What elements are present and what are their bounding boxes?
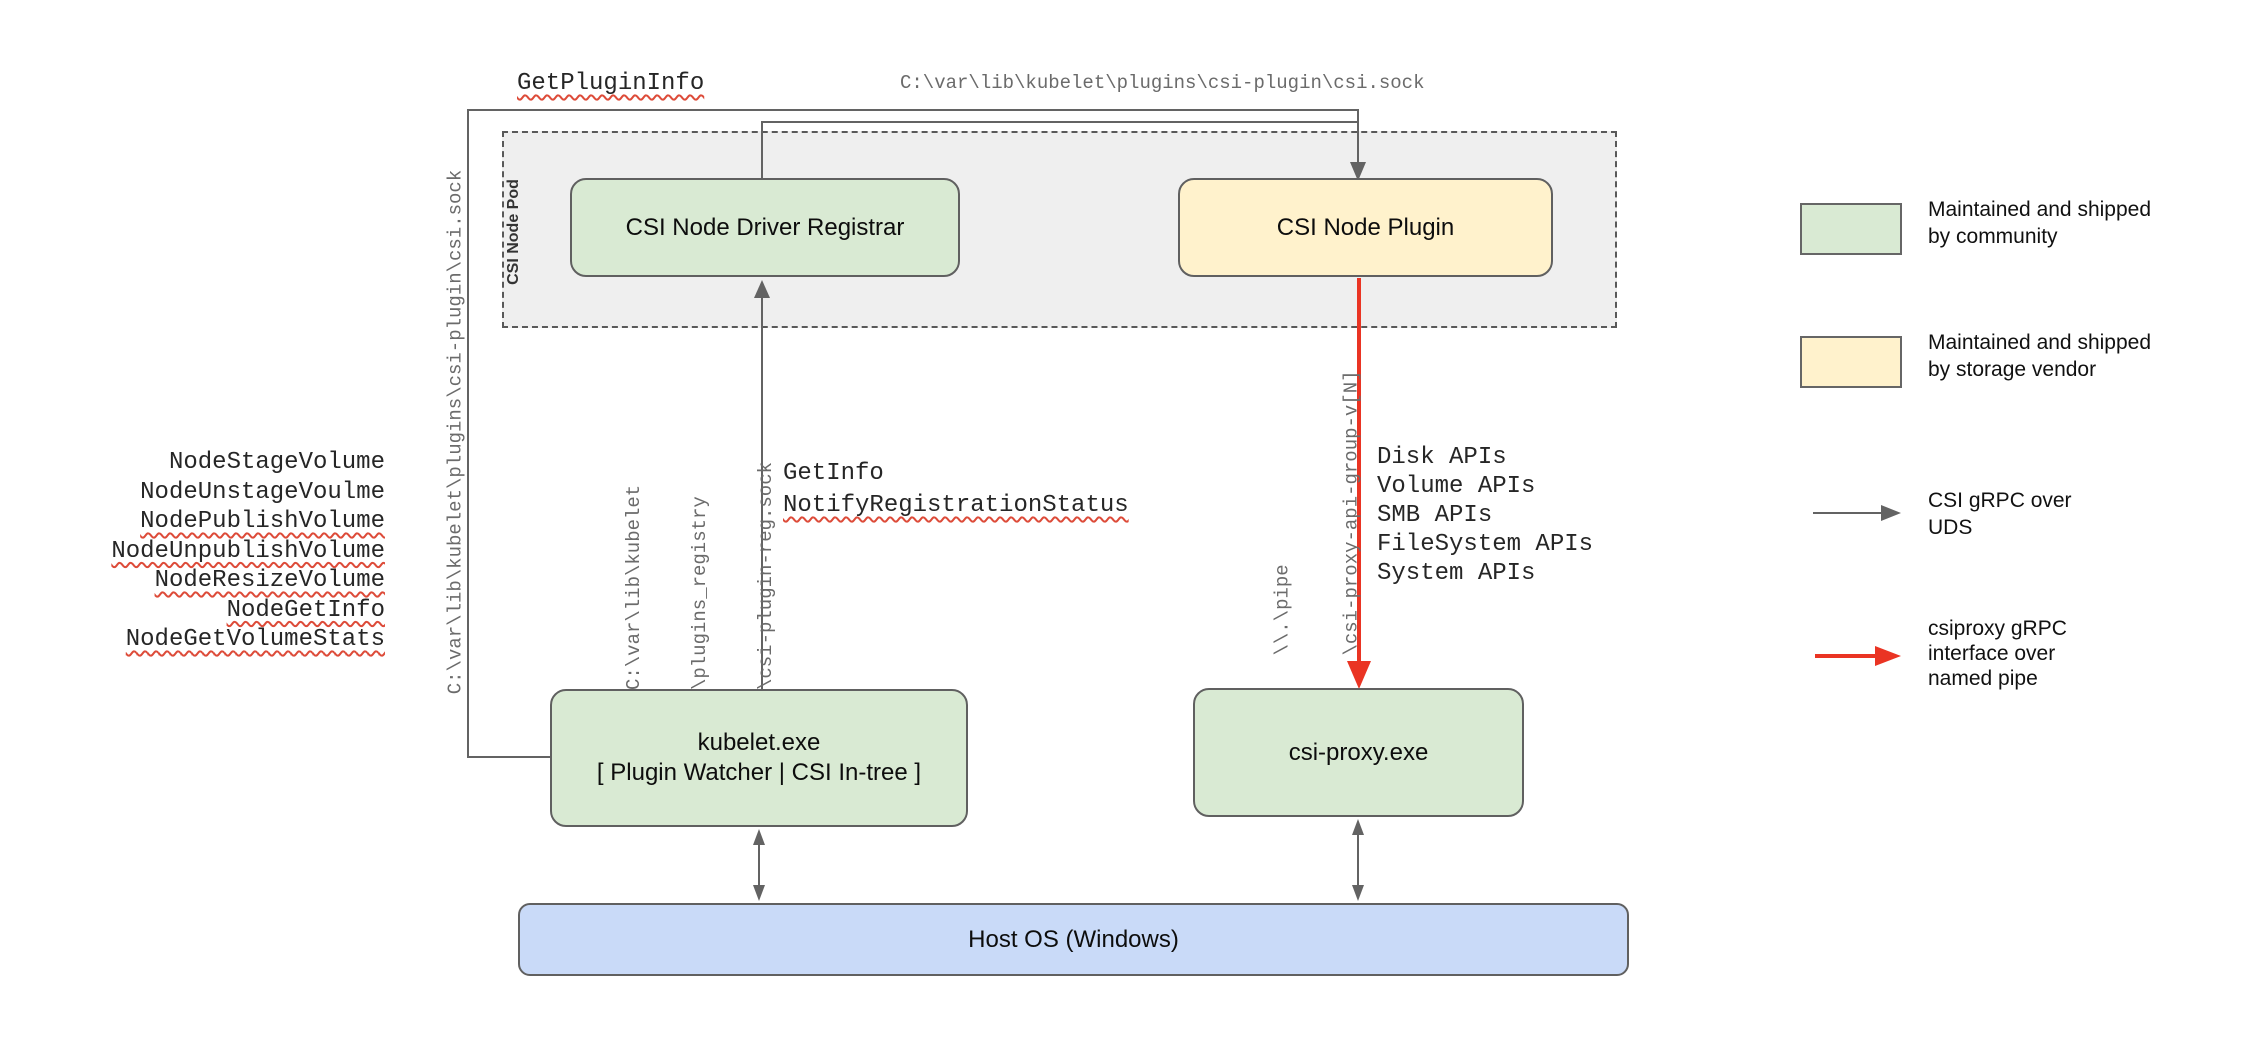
proxy-api: FileSystem APIs <box>1377 531 1594 558</box>
legend-vendor-text: Maintained and shipped by storage vendor <box>1928 329 2151 383</box>
kubelet-label-line2: [ Plugin Watcher | CSI In-tree ] <box>596 759 922 786</box>
legend-community-line: by community <box>1928 225 2058 248</box>
csi-node-driver-registrar-box: CSI Node Driver Registrar <box>570 178 960 277</box>
vertical-csi-sock-path: C:\var\lib\kubelet\plugins\csi-plugin\cs… <box>190 170 720 695</box>
arrowhead-proxy-hostos-up <box>1352 819 1364 835</box>
legend-pipe-line: interface over <box>1928 642 2056 665</box>
node-method: NodeUnstageVoulme <box>140 478 385 506</box>
arrowhead-proxy-top <box>1347 661 1371 689</box>
legend-community-swatch <box>1800 203 1902 255</box>
legend-vendor-line: Maintained and shipped <box>1928 331 2152 354</box>
legend-uds-arrowhead <box>1881 505 1901 521</box>
arrowhead-kubelet-hostos-down <box>753 885 765 901</box>
registry-path-line: \csi-plugin-reg.sock <box>754 461 777 691</box>
vertical-registry-path: C:\var\lib\kubelet \plugins_registry \cs… <box>584 462 816 690</box>
arrowhead-kubelet-hostos-up <box>753 829 765 845</box>
proxy-api: System APIs <box>1377 560 1536 587</box>
csi-proxy-box: csi-proxy.exe <box>1193 688 1524 817</box>
pipe-path-line: \\.\pipe <box>1271 564 1294 656</box>
legend-vendor-line: by storage vendor <box>1928 358 2097 381</box>
node-method: NodeUnpublishVolume <box>111 537 385 565</box>
node-method: NodeGetInfo <box>226 596 385 624</box>
csi-node-plugin-label: CSI Node Plugin <box>1276 213 1455 241</box>
registry-path-line: C:\var\lib\kubelet <box>622 484 645 691</box>
get-info-label: GetInfo <box>783 460 884 487</box>
csi-node-driver-registrar-label: CSI Node Driver Registrar <box>625 213 905 241</box>
arrowhead-plugin-top <box>1350 162 1366 181</box>
legend-uds-line: CSI gRPC over <box>1928 489 2072 512</box>
get-plugin-info-label: GetPluginInfo <box>517 70 705 97</box>
csi-node-plugin-box: CSI Node Plugin <box>1178 178 1553 277</box>
arrowhead-registrar-bottom <box>754 280 770 298</box>
proxy-api: Disk APIs <box>1377 444 1507 471</box>
host-os-box: Host OS (Windows) <box>518 903 1629 976</box>
csi-proxy-label: csi-proxy.exe <box>1288 738 1429 766</box>
legend-pipe-line: named pipe <box>1928 667 2038 690</box>
notify-registration-status-label: NotifyRegistrationStatus <box>783 492 1129 519</box>
vertical-csi-sock-path-text: C:\var\lib\kubelet\plugins\csi-plugin\cs… <box>444 169 466 695</box>
proxy-api: Volume APIs <box>1377 473 1536 500</box>
csi-sock-path-label: C:\var\lib\kubelet\plugins\csi-plugin\cs… <box>900 72 1425 94</box>
legend-pipe-line: csiproxy gRPC <box>1928 617 2067 640</box>
legend-community-text: Maintained and shipped by community <box>1928 196 2151 250</box>
host-os-label: Host OS (Windows) <box>968 925 1179 953</box>
kubelet-box: kubelet.exe [ Plugin Watcher | CSI In-tr… <box>550 689 968 827</box>
pipe-path-line: \csi-proxy-api-group-v[N] <box>1340 370 1363 656</box>
legend-community-line: Maintained and shipped <box>1928 198 2152 221</box>
csi-node-pod-label: CSI Node Pod <box>505 142 523 322</box>
uds-line-registrar-to-plugin <box>761 121 1358 179</box>
csi-node-pod-label-text: CSI Node Pod <box>505 179 522 285</box>
node-method: NodeStageVolume <box>168 449 385 476</box>
node-method: NodePublishVolume <box>140 508 385 535</box>
legend-pipe-text: csiproxy gRPC interface over named pipe <box>1928 616 2067 691</box>
proxy-api-list: Disk APIs Volume APIs SMB APIs FileSyste… <box>1377 443 1593 588</box>
legend-uds-line: UDS <box>1928 516 1973 539</box>
legend-uds-text: CSI gRPC over UDS <box>1928 487 2072 541</box>
node-methods-list: NodeStageVolume NodeUnstageVoulme NodePu… <box>111 448 385 655</box>
legend-pipe-arrowhead <box>1875 646 1901 666</box>
legend-vendor-swatch <box>1800 336 1902 388</box>
uds-line-kubelet-to-plugin <box>467 109 1359 758</box>
registry-path-line: \plugins_registry <box>688 496 711 691</box>
arrowhead-proxy-hostos-down <box>1352 885 1364 901</box>
node-method: NodeResizeVolume <box>154 567 385 594</box>
node-method: NodeGetVolumeStats <box>125 626 385 653</box>
registration-calls: GetInfo NotifyRegistrationStatus <box>783 458 1129 522</box>
proxy-api: SMB APIs <box>1377 502 1493 529</box>
kubelet-label-line1: kubelet.exe <box>697 729 821 756</box>
